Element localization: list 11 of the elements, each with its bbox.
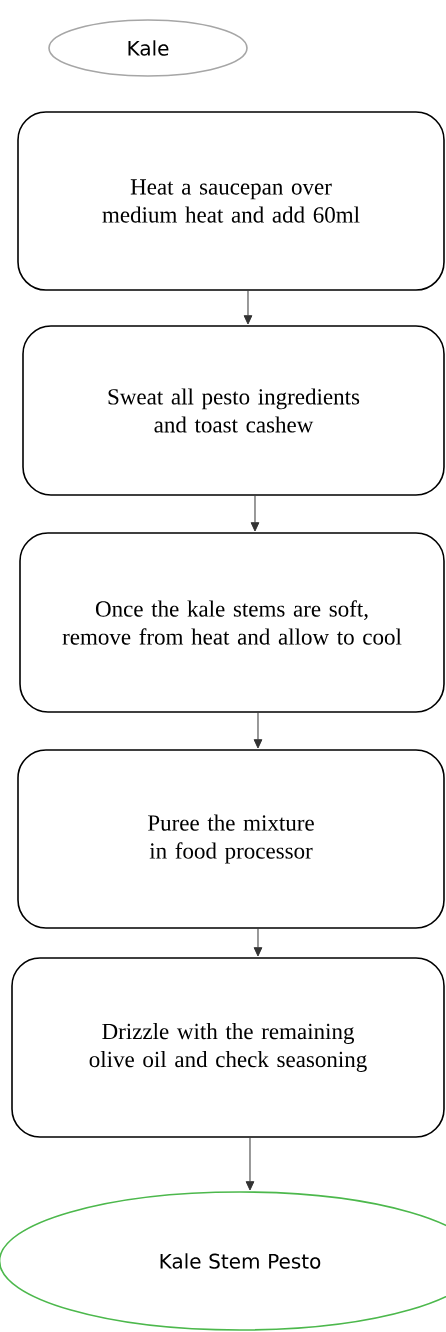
arrow xyxy=(245,1137,255,1191)
terminal-oval: Kale xyxy=(48,19,248,77)
arrow xyxy=(243,290,253,325)
arrow xyxy=(253,928,263,957)
process-box: Drizzle with the remaining olive oil and check seasoning xyxy=(11,957,445,1138)
process-box: Puree the mixture in food processor xyxy=(17,749,445,929)
arrow xyxy=(253,712,263,749)
arrow xyxy=(250,495,260,532)
process-box: Sweat all pesto ingredients and toast cashew xyxy=(22,325,445,496)
process-box: Heat a saucepan over medium heat and add 60ml xyxy=(17,111,445,291)
process-box: Once the kale stems are soft, remove from heat and allow to cool xyxy=(19,532,445,713)
